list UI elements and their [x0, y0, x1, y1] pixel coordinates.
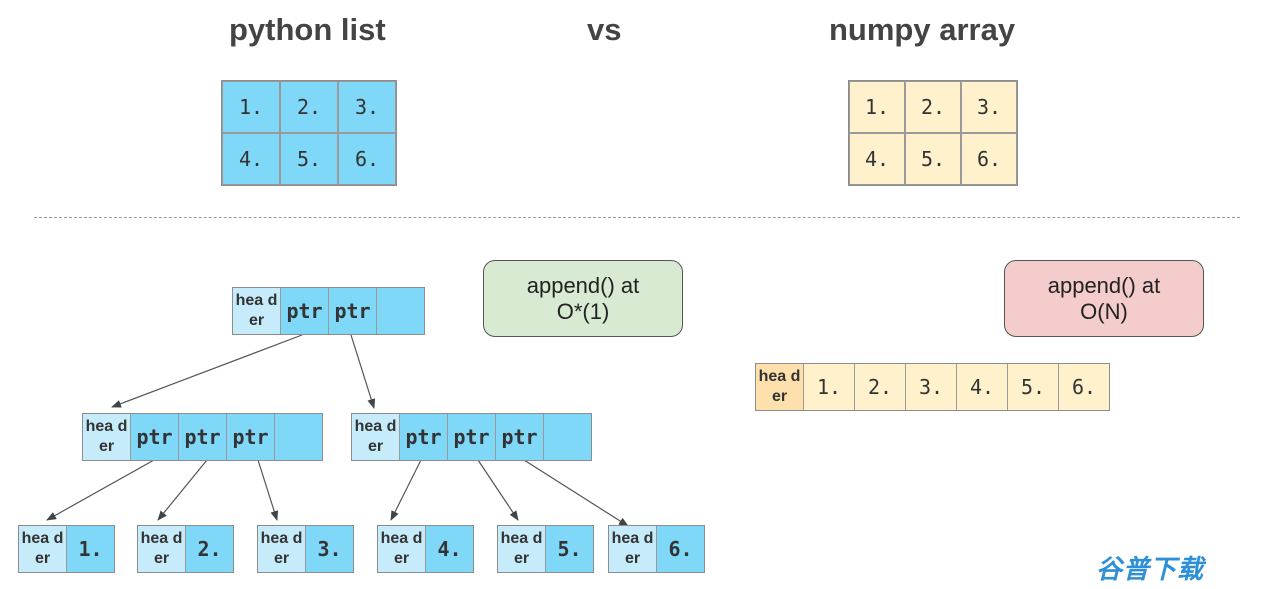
leaf-node: hea der 3. — [257, 525, 354, 573]
empty-cell — [376, 288, 424, 334]
grid-cell: 1. — [222, 81, 280, 133]
numpy-array-title: numpy array — [829, 12, 1016, 47]
numpy-array-grid: 1. 2. 3. 4. 5. 6. — [848, 80, 1018, 186]
ptr-cell: ptr — [447, 414, 495, 460]
array-append-complexity-bubble: append() at O(N) — [1004, 260, 1204, 337]
value-cell: 5. — [545, 526, 593, 572]
leaf-node: hea der 6. — [608, 525, 705, 573]
python-list-grid: 1. 2. 3. 4. 5. 6. — [221, 80, 397, 186]
watermark: 谷普下载 — [1096, 554, 1205, 584]
ptr-cell: ptr — [495, 414, 543, 460]
grid-cell: 4. — [849, 133, 905, 185]
python-list-title: python list — [229, 12, 386, 47]
value-cell: 5. — [1007, 364, 1058, 410]
value-cell: 1. — [803, 364, 854, 410]
value-cell: 3. — [305, 526, 353, 572]
arrow-left-to-leaf2 — [157, 459, 208, 521]
arrow-root-to-right — [350, 334, 376, 409]
ptr-cell: ptr — [130, 414, 178, 460]
ptr-cell: ptr — [328, 288, 376, 334]
empty-cell — [543, 414, 591, 460]
bubble-line: O*(1) — [556, 298, 610, 324]
list-append-complexity-bubble: append() at O*(1) — [483, 260, 683, 337]
root-list-node: hea der ptr ptr — [232, 287, 425, 335]
leaf-node: hea der 2. — [137, 525, 234, 573]
value-cell: 3. — [905, 364, 956, 410]
bubble-line: append() at — [1047, 272, 1161, 298]
header-cell: hea der — [258, 526, 305, 572]
arrow-right-to-leaf5 — [477, 459, 519, 521]
ptr-cell: ptr — [280, 288, 328, 334]
numpy-contiguous-buffer: hea der 1. 2. 3. 4. 5. 6. — [755, 363, 1110, 411]
grid-cell: 6. — [338, 133, 396, 185]
bubble-line: append() at — [526, 272, 640, 298]
leaf-node: hea der 1. — [18, 525, 115, 573]
grid-cell: 6. — [961, 133, 1017, 185]
leaf-node: hea der 4. — [377, 525, 474, 573]
empty-cell — [274, 414, 322, 460]
vs-label: vs — [587, 12, 622, 47]
value-cell: 4. — [956, 364, 1007, 410]
ptr-cell: ptr — [226, 414, 274, 460]
grid-cell: 1. — [849, 81, 905, 133]
grid-cell: 2. — [905, 81, 961, 133]
value-cell: 2. — [854, 364, 905, 410]
header-cell: hea der — [233, 288, 280, 334]
arrow-right-to-leaf6 — [523, 459, 629, 527]
value-cell: 4. — [425, 526, 473, 572]
value-cell: 1. — [66, 526, 114, 572]
header-cell: hea der — [609, 526, 656, 572]
arrow-right-to-leaf4 — [390, 459, 422, 521]
grid-cell: 3. — [961, 81, 1017, 133]
value-cell: 2. — [185, 526, 233, 572]
header-cell: hea der — [352, 414, 399, 460]
grid-cell: 3. — [338, 81, 396, 133]
header-cell: hea der — [378, 526, 425, 572]
leaf-node: hea der 5. — [497, 525, 594, 573]
grid-cell: 4. — [222, 133, 280, 185]
ptr-cell: ptr — [399, 414, 447, 460]
header-cell: hea der — [138, 526, 185, 572]
header-cell: hea der — [498, 526, 545, 572]
header-cell: hea der — [756, 364, 803, 410]
arrow-root-to-left — [111, 334, 303, 408]
grid-cell: 5. — [905, 133, 961, 185]
section-divider — [34, 217, 1240, 218]
grid-cell: 2. — [280, 81, 338, 133]
value-cell: 6. — [1058, 364, 1109, 410]
header-cell: hea der — [83, 414, 130, 460]
arrow-left-to-leaf1 — [46, 459, 155, 521]
left-list-node: hea der ptr ptr ptr — [82, 413, 323, 461]
arrow-left-to-leaf3 — [257, 459, 279, 521]
header-cell: hea der — [19, 526, 66, 572]
value-cell: 6. — [656, 526, 704, 572]
grid-cell: 5. — [280, 133, 338, 185]
bubble-line: O(N) — [1080, 298, 1128, 324]
right-list-node: hea der ptr ptr ptr — [351, 413, 592, 461]
ptr-cell: ptr — [178, 414, 226, 460]
